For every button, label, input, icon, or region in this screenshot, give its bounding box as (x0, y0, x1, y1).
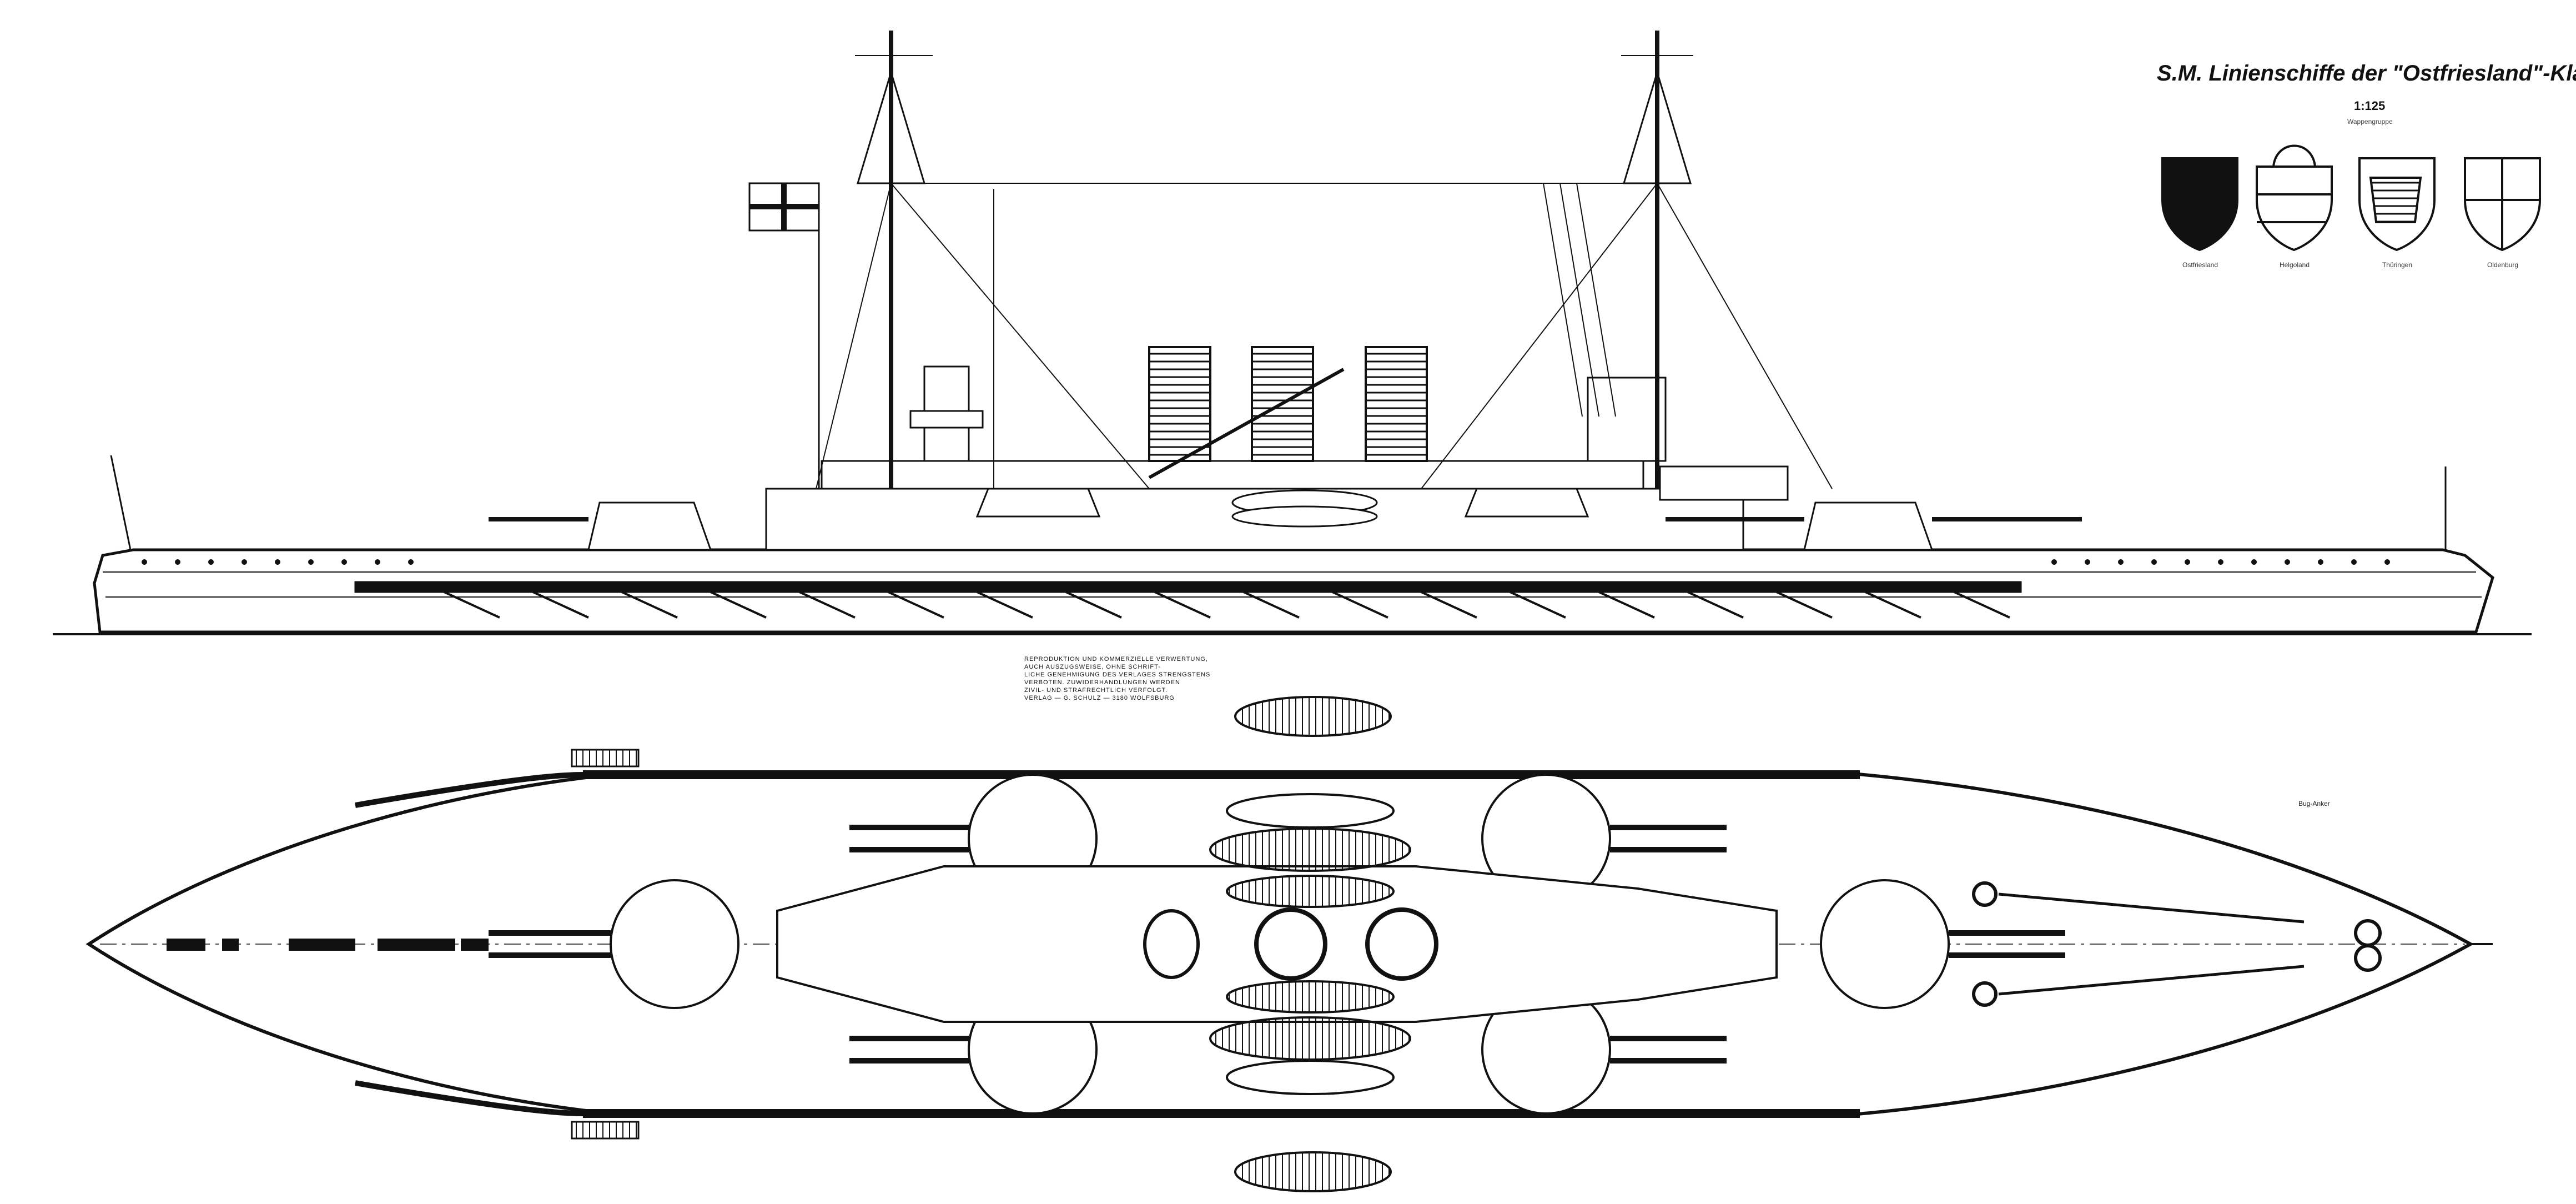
plan-view (85, 696, 2493, 1192)
funnel-mid (1251, 346, 1314, 462)
copyright-line: zivil- und strafrechtlich verfolgt. (1024, 687, 1168, 694)
drawing-scale: 1:125 (2354, 99, 2386, 113)
funnel-aft (1365, 346, 1428, 462)
copyright-line: verboten. Zuwiderhandlungen werden (1024, 679, 1180, 686)
turret-side-b (1803, 501, 1934, 551)
copyright-line: Verlag — G. Schulz — 3180 Wolfsburg (1024, 695, 1175, 701)
turret-f (1820, 879, 1950, 1009)
crest-subheading: Wappengruppe (2347, 118, 2393, 126)
armor-belt (354, 581, 2022, 593)
copyright-line: liche Genehmigung des Verlages strengste… (1024, 671, 1211, 678)
turret-side-a (587, 501, 712, 551)
crests (2161, 144, 2541, 252)
turret-a (610, 879, 739, 1009)
copyright-line: Reproduktion und kommerzielle Verwertung… (1024, 656, 1208, 663)
turret-side-d (1464, 488, 1589, 518)
crest-ostfriesland (2161, 157, 2238, 252)
boat-crane (1148, 368, 1345, 479)
side-elevation (53, 31, 2532, 635)
crest-caption-oldenburg: Oldenburg (2487, 261, 2519, 269)
funnel-plan-aft (1365, 907, 1438, 981)
aft-bridge (1587, 377, 1667, 462)
funnel-fore (1148, 346, 1211, 462)
crest-caption-ostfriesland: Ostfriesland (2182, 261, 2218, 269)
drawing-title: S.M. Linienschiffe der "Ostfriesland"-Kl… (2157, 61, 2576, 86)
copyright-note: Reproduktion und kommerzielle Verwertung… (1024, 655, 1257, 702)
crest-caption-thueringen: Thüringen (2382, 261, 2413, 269)
crest-helgoland (2256, 144, 2333, 252)
turret-side-c (975, 488, 1101, 518)
funnel-plan-fore (1143, 909, 1200, 979)
portholes (142, 559, 2390, 565)
net-booms (444, 591, 2010, 619)
bow-label: Bug-Anker (2298, 800, 2330, 807)
crest-caption-helgoland: Helgoland (2279, 261, 2310, 269)
crest-thueringen (2358, 157, 2436, 252)
deck-boats (1209, 793, 1411, 1095)
funnel-plan-mid (1254, 907, 1327, 981)
copyright-line: auch auszugsweise, ohne schrift- (1024, 664, 1161, 670)
crest-oldenburg (2464, 157, 2541, 252)
funnels (1148, 346, 1428, 462)
boom-boat-bottom (1234, 1151, 1392, 1192)
boom-boat-top (1234, 696, 1392, 737)
